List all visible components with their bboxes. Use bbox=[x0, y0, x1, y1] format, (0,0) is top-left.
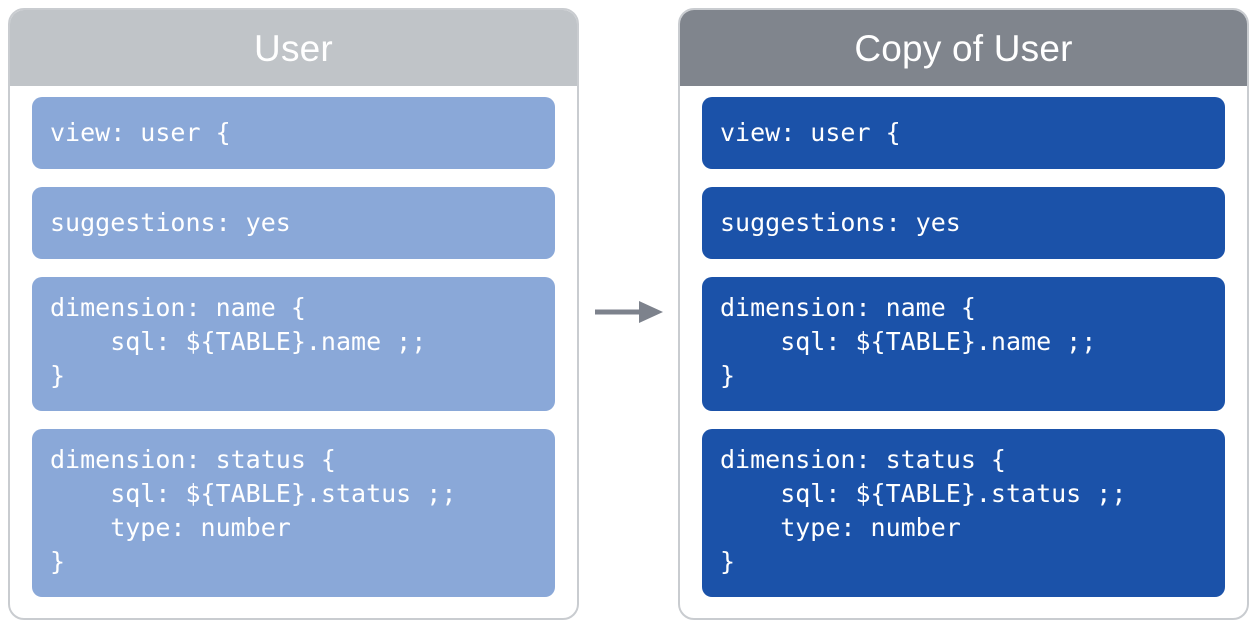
code-block-dimension-name: dimension: name { sql: ${TABLE}.name ;; … bbox=[702, 277, 1225, 411]
code-block-view: view: user { bbox=[702, 97, 1225, 169]
panel-source-user: User view: user { suggestions: yes dimen… bbox=[8, 8, 579, 620]
panel-source-title: User bbox=[10, 10, 577, 86]
panel-source-body: view: user { suggestions: yes dimension:… bbox=[10, 86, 577, 618]
copy-arrow bbox=[595, 296, 665, 328]
code-block-suggestions: suggestions: yes bbox=[32, 187, 555, 259]
arrow-right-icon bbox=[595, 301, 663, 323]
code-block-dimension-status: dimension: status { sql: ${TABLE}.status… bbox=[32, 429, 555, 597]
panel-copy-of-user: Copy of User view: user { suggestions: y… bbox=[678, 8, 1249, 620]
panel-copy-body: view: user { suggestions: yes dimension:… bbox=[680, 86, 1247, 618]
code-block-dimension-status: dimension: status { sql: ${TABLE}.status… bbox=[702, 429, 1225, 597]
code-block-view: view: user { bbox=[32, 97, 555, 169]
code-block-dimension-name: dimension: name { sql: ${TABLE}.name ;; … bbox=[32, 277, 555, 411]
code-block-suggestions: suggestions: yes bbox=[702, 187, 1225, 259]
panel-copy-title: Copy of User bbox=[680, 10, 1247, 86]
